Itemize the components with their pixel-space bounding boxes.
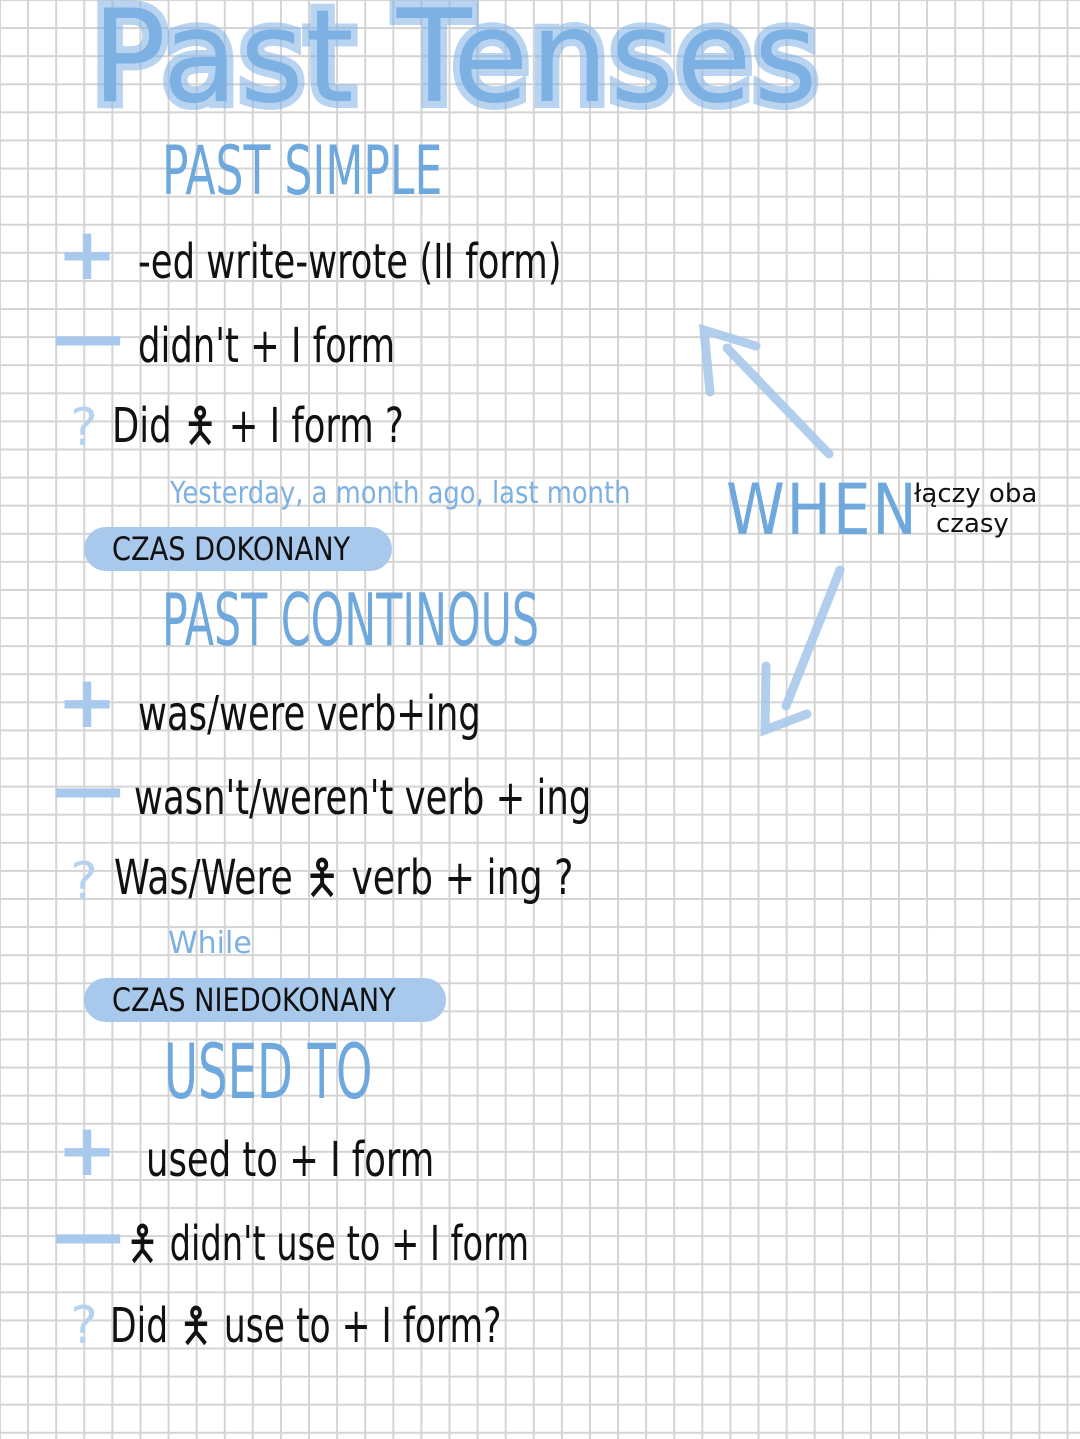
past-simple-positive: -ed write-wrote (II form) [138,234,562,290]
question-marker-icon: ? [70,1296,98,1356]
plus-marker-icon: + [56,1108,118,1192]
arrow-up-left-head-icon [698,323,761,397]
past-continous-negative: wasn't/weren't verb + ing [134,770,592,826]
past-continous-signal-words: While [168,926,252,961]
past-simple-question: Did 🯅 + I form ? [112,398,404,454]
past-continous-positive: was/were verb+ing [138,686,481,742]
arrow-up-left-icon [722,343,834,459]
label-text: CZAS DOKONANY [112,530,351,568]
minus-marker-icon: — [52,294,124,378]
used-to-negative: 🯅 didn't use to + I form [126,1216,530,1272]
past-continous-question: Was/Were 🯅 verb + ing ? [114,850,574,906]
section-heading-used-to: USED TO [164,1027,373,1116]
minus-marker-icon: — [52,1192,124,1276]
label-czas-dokonany: CZAS DOKONANY [84,527,392,571]
plus-marker-icon: + [56,212,118,296]
label-text: CZAS NIEDOKONANY [112,981,396,1019]
used-to-question: Did 🯅 use to + I form? [110,1298,502,1354]
question-marker-icon: ? [70,852,98,912]
section-heading-past-simple: PAST SIMPLE [162,132,443,211]
used-to-positive: used to + I form [146,1132,435,1188]
question-marker-icon: ? [70,398,98,458]
page-title: Past Tenses [85,0,824,135]
arrow-down-left-icon [781,565,845,711]
past-simple-negative: didn't + I form [138,318,396,374]
connector-note-line1: łączy oba [914,479,1038,509]
section-heading-past-continous: PAST CONTINOUS [162,578,540,662]
past-simple-signal-words: Yesterday, a month ago, last month [170,476,631,511]
minus-marker-icon: — [52,746,124,830]
connector-when: WHEN [726,469,919,551]
connector-note-line2: czasy [936,509,1009,539]
arrow-down-left-head-icon [760,661,812,737]
plus-marker-icon: + [56,660,118,744]
label-czas-niedokonany: CZAS NIEDOKONANY [84,978,446,1022]
